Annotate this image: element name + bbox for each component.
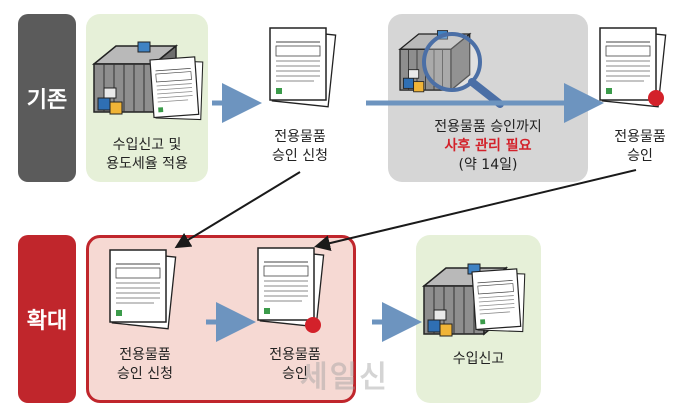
application-document-icon <box>269 27 337 108</box>
import-caption-expanded: 수입신고 <box>452 351 505 367</box>
import-caption: 수입신고 및 용도세율 적용 <box>106 137 188 172</box>
import-report-icon-expanded <box>471 267 530 336</box>
application-document-icon-expanded <box>109 249 177 330</box>
expand-label: 확대 <box>18 235 76 403</box>
apply-caption: 전용물품 승인 신청 <box>272 129 328 164</box>
post-management-caption: 전용물품 승인까지 사후 관리 필요 (약 14일) <box>434 119 542 173</box>
import-report-icon <box>149 55 208 124</box>
shift-arrow-apply <box>174 171 301 249</box>
approval-stamp-icon-expanded <box>305 317 321 333</box>
shift-arrow-approve <box>314 169 637 251</box>
apply-caption-expanded: 전용물품 승인 신청 <box>117 347 173 382</box>
existing-label: 기존 <box>18 14 76 182</box>
approval-stamp-icon <box>648 90 664 106</box>
approved-document-icon-expanded <box>257 247 325 328</box>
watermark: 세일신 <box>300 360 389 395</box>
approve-caption: 전용물품 승인 <box>614 129 666 164</box>
magnifier-icon <box>422 32 482 92</box>
approve-caption-expanded: 전용물품 승인 <box>269 347 321 382</box>
